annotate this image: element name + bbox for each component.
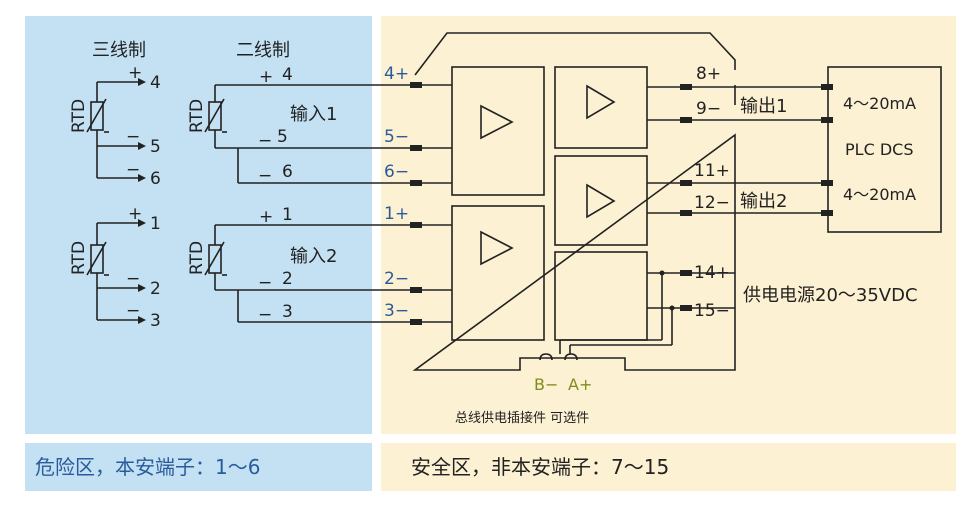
three-wire-sign: + [128, 204, 142, 224]
two-wire-terminal-num: 2 [282, 269, 293, 289]
safe-area-label: 安全区，非本安端子：7～15 [411, 455, 670, 479]
module-terminal-2minus: 2− [384, 269, 409, 289]
three-wire-sign: − [126, 269, 140, 289]
two-wire-sign: − [258, 273, 272, 293]
three-wire-terminal-num: 3 [150, 311, 161, 331]
three-wire-title: 三线制 [92, 40, 146, 61]
rtd-label: RTD [187, 99, 207, 133]
two-wire-sign: − [258, 166, 272, 186]
output-terminal-12minus: 12− [694, 193, 730, 213]
power-supply-label: 供电电源20～35VDC [743, 285, 918, 306]
output1-label: 输出1 [740, 96, 787, 117]
two-wire-terminal-num: 5 [277, 127, 288, 147]
input2-label: 输入2 [290, 246, 337, 267]
two-wire-terminal-num: 3 [282, 302, 293, 322]
two-wire-title: 二线制 [236, 40, 290, 61]
amplifier-triangle [480, 230, 514, 266]
input1-label: 输入1 [290, 104, 337, 125]
power-terminal-15minus: 15− [694, 301, 730, 321]
hazardous-area-band: 危险区，本安端子：1～6 [25, 443, 372, 491]
amplifier-triangle [586, 183, 616, 219]
module-terminal-4plus: 4+ [384, 64, 409, 84]
three-wire-terminal-num: 5 [150, 137, 161, 157]
bus-a-plus-label: A+ [568, 375, 592, 394]
terminal-blocks [410, 82, 833, 325]
plc-name: PLC DCS [845, 140, 913, 159]
rtd-label: RTD [187, 241, 207, 275]
three-wire-rtd-2 [86, 222, 138, 321]
output1-amplifier-block [554, 66, 648, 149]
three-wire-sign: − [126, 127, 140, 147]
two-wire-sign: − [258, 131, 272, 151]
input1-amplifier-block [451, 66, 545, 196]
plc-dcs-box [827, 66, 942, 233]
three-wire-sign: − [126, 160, 140, 180]
two-wire-rtd-2 [204, 224, 415, 323]
two-wire-sign: + [259, 67, 273, 87]
module-terminal-6minus: 6− [384, 162, 409, 182]
bus-b-minus-label: B− [534, 375, 558, 394]
output-terminal-11plus: 11+ [694, 161, 730, 181]
two-wire-terminal-num: 4 [282, 65, 293, 85]
bus-connector-note: 总线供电插接件 可选件 [455, 410, 589, 426]
bus-connector [539, 353, 578, 361]
three-wire-terminal-num: 4 [150, 73, 161, 93]
input2-amplifier-block [451, 205, 545, 341]
module-terminal-5minus: 5− [384, 127, 409, 147]
output-terminal-8plus: 8+ [696, 64, 721, 84]
safe-area-zone [381, 16, 956, 434]
rtd-label: RTD [69, 241, 89, 275]
two-wire-sign: − [258, 305, 272, 325]
hazardous-area-label: 危险区，本安端子：1～6 [35, 455, 261, 479]
power-block [554, 251, 648, 341]
plc-range-2: 4～20mA [843, 185, 916, 204]
rtd-label: RTD [69, 99, 89, 133]
module-housing [412, 32, 736, 371]
two-wire-sign: + [259, 207, 273, 227]
three-wire-sign: − [126, 301, 140, 321]
module-terminal-3minus: 3− [384, 301, 409, 321]
amplifier-triangle [480, 104, 514, 140]
safe-area-band: 安全区，非本安端子：7～15 [381, 443, 956, 491]
module-terminal-1plus: 1+ [384, 204, 409, 224]
three-wire-terminal-num: 1 [150, 214, 161, 234]
three-wire-rtd-1 [86, 81, 138, 179]
two-wire-rtd-1 [204, 84, 415, 184]
three-wire-terminal-num: 6 [150, 169, 161, 189]
three-wire-terminal-num: 2 [150, 279, 161, 299]
output2-label: 输出2 [740, 191, 787, 212]
two-wire-terminal-num: 1 [282, 205, 293, 225]
power-terminal-14plus: 14+ [694, 263, 730, 283]
two-wire-terminal-num: 6 [282, 162, 293, 182]
amplifier-triangle [586, 84, 616, 120]
three-wire-sign: + [128, 63, 142, 83]
plc-range-1: 4～20mA [843, 94, 916, 113]
output-terminal-9minus: 9− [696, 99, 721, 119]
output2-amplifier-block [554, 155, 648, 246]
